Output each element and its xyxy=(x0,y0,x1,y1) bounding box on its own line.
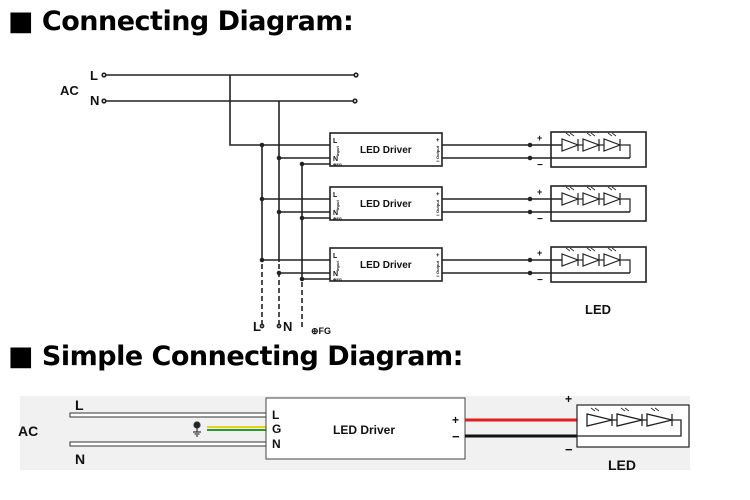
led-strip-box xyxy=(550,185,647,222)
led-diodes xyxy=(561,132,631,158)
bus-fg-label: ⊕FG xyxy=(311,326,331,336)
led-minus-label: − xyxy=(537,214,543,225)
terminal-n xyxy=(101,98,107,104)
diode-icon xyxy=(561,138,580,152)
terminal-l xyxy=(101,72,107,78)
driver-minus-label: − xyxy=(436,213,440,219)
input-label: Input xyxy=(335,146,340,156)
led-driver-label: LED Driver xyxy=(360,145,412,156)
ground-icon xyxy=(193,421,201,437)
pin-fg-label: ⊕FG xyxy=(333,277,342,282)
led-diodes xyxy=(561,186,631,212)
led-plus-label: + xyxy=(537,133,542,143)
pin-l-label: L xyxy=(272,408,279,422)
led-driver-box xyxy=(329,186,443,221)
output-label: Output xyxy=(435,260,440,274)
diode-icon xyxy=(561,192,580,206)
led-plus-label: + xyxy=(537,187,542,197)
pin-n-label: N xyxy=(333,271,338,278)
output-minus-label: − xyxy=(452,429,460,444)
led-driver-box xyxy=(265,397,466,460)
simple-led-label: LED xyxy=(608,457,636,473)
led-minus-label: − xyxy=(537,275,543,286)
diode-icon xyxy=(603,253,622,267)
driver-plus-label: + xyxy=(436,253,440,259)
led-driver-box xyxy=(329,247,443,282)
pin-l-label: L xyxy=(333,253,338,260)
neutral-wire xyxy=(69,441,267,447)
line-label: L xyxy=(90,68,98,83)
led-strip-box xyxy=(550,246,647,283)
diode-icon xyxy=(616,413,643,427)
diode-icon xyxy=(586,413,613,427)
pin-fg-label: ⊕FG xyxy=(333,162,342,167)
pin-n-label: N xyxy=(333,156,338,163)
ac-label: AC xyxy=(60,83,79,98)
input-label: Input xyxy=(335,200,340,210)
diode-icon xyxy=(582,192,601,206)
bus-l-label: L xyxy=(253,319,261,334)
pin-l-label: L xyxy=(333,192,338,199)
diode-icon xyxy=(582,138,601,152)
pin-n-label: N xyxy=(272,437,281,451)
led-driver-box xyxy=(329,132,443,167)
simple-line-label: L xyxy=(75,397,84,413)
line-wire xyxy=(69,412,267,418)
pin-g-label: G xyxy=(272,422,281,436)
simple-connecting-diagram-title: ■ Simple Connecting Diagram: xyxy=(8,341,463,372)
input-label: Input xyxy=(335,261,340,271)
simple-connecting-diagram: AC L N L G N LED Driver + − xyxy=(18,392,690,473)
led-label: LED xyxy=(585,302,611,317)
diode-icon xyxy=(582,253,601,267)
diode-icon xyxy=(646,413,673,427)
connecting-diagram-title: ■ Connecting Diagram: xyxy=(8,6,354,37)
diode-icon xyxy=(603,192,622,206)
led-strip-box xyxy=(550,131,647,168)
led-driver-label: LED Driver xyxy=(333,423,395,437)
driver-plus-label: + xyxy=(436,138,440,144)
led-strip-box xyxy=(576,404,690,448)
neutral-label: N xyxy=(90,93,99,108)
pin-l-label: L xyxy=(333,138,338,145)
driver-minus-label: − xyxy=(436,274,440,280)
led-plus-label: + xyxy=(537,248,542,258)
bus-n-label: N xyxy=(283,319,292,334)
diode-icon xyxy=(603,138,622,152)
simple-neutral-label: N xyxy=(75,451,85,467)
led-driver-label: LED Driver xyxy=(360,260,412,271)
led-diodes xyxy=(577,407,682,437)
simple-ac-label: AC xyxy=(18,423,38,439)
driver-minus-label: − xyxy=(436,159,440,165)
led-minus-label: − xyxy=(537,160,543,171)
led-driver-label: LED Driver xyxy=(360,199,412,210)
pin-fg-label: ⊕FG xyxy=(333,216,342,221)
output-label: Output xyxy=(435,145,440,159)
diode-icon xyxy=(561,253,580,267)
l-feeder xyxy=(229,75,330,146)
led-minus-label: − xyxy=(565,442,573,457)
output-label: Output xyxy=(435,199,440,213)
pin-n-label: N xyxy=(333,210,338,217)
output-plus-label: + xyxy=(452,413,459,427)
led-plus-label: + xyxy=(565,392,572,406)
led-diodes xyxy=(561,247,631,273)
driver-plus-label: + xyxy=(436,192,440,198)
